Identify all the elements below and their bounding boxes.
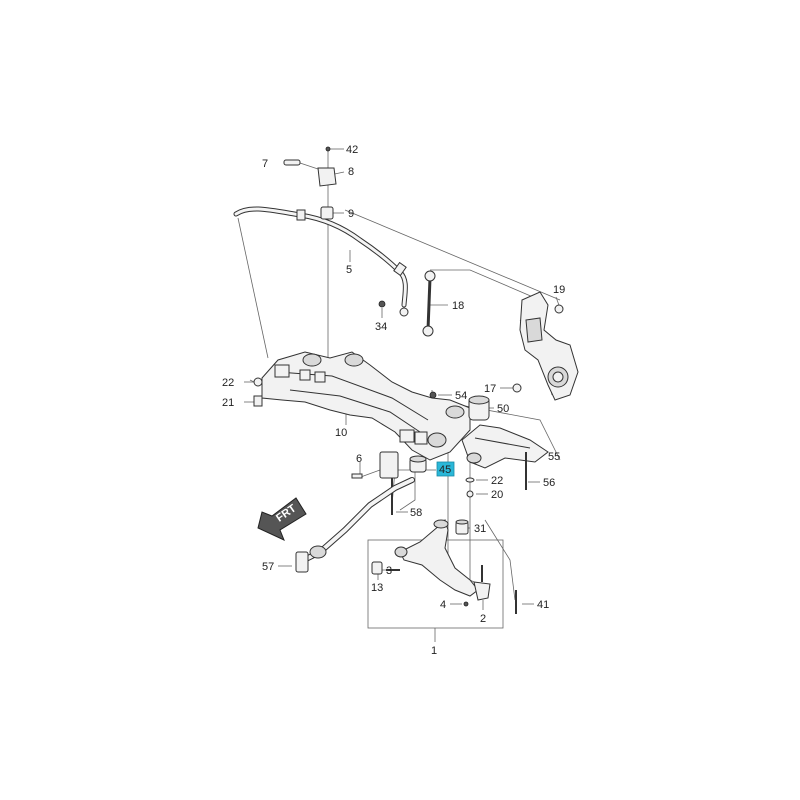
front-crossmember <box>261 351 471 461</box>
callout-19[interactable]: 19 <box>553 284 565 296</box>
leader-lines <box>237 148 561 642</box>
callout-45[interactable]: 45 <box>439 464 451 476</box>
subframe-fasteners <box>253 377 522 421</box>
callout-22-upper[interactable]: 22 <box>222 377 234 389</box>
underbody-bracket <box>461 424 549 469</box>
callout-41[interactable]: 41 <box>537 599 549 611</box>
stabilizer-bar <box>233 206 408 308</box>
callout-8[interactable]: 8 <box>348 166 354 178</box>
callout-21[interactable]: 21 <box>222 397 234 409</box>
lower-control-arm <box>371 519 517 614</box>
callout-2[interactable]: 2 <box>480 613 486 625</box>
callout-31[interactable]: 31 <box>474 523 486 535</box>
callout-13[interactable]: 13 <box>371 582 383 594</box>
callout-3[interactable]: 3 <box>386 565 392 577</box>
front-direction-arrow: FRT <box>257 497 307 541</box>
callout-22-lower[interactable]: 22 <box>491 475 503 487</box>
stabilizer-mount-parts <box>283 146 337 220</box>
callout-58[interactable]: 58 <box>410 507 422 519</box>
callout-54[interactable]: 54 <box>455 390 467 402</box>
callout-34[interactable]: 34 <box>375 321 387 333</box>
front-lower-link <box>295 477 415 573</box>
callout-6[interactable]: 6 <box>356 453 362 465</box>
rear-mount-fasteners <box>351 451 527 515</box>
callout-17[interactable]: 17 <box>484 383 496 395</box>
callout-labels: 42 7 8 9 5 19 18 34 22 21 54 17 50 10 55… <box>222 144 565 657</box>
callout-50[interactable]: 50 <box>497 403 509 415</box>
callout-5[interactable]: 5 <box>346 264 352 276</box>
steering-knuckle <box>519 291 579 401</box>
callout-57[interactable]: 57 <box>262 561 274 573</box>
callout-7[interactable]: 7 <box>262 158 268 170</box>
callout-1[interactable]: 1 <box>431 645 437 657</box>
callout-18[interactable]: 18 <box>452 300 464 312</box>
callout-9[interactable]: 9 <box>348 208 354 220</box>
callout-55[interactable]: 55 <box>548 451 560 463</box>
callout-4[interactable]: 4 <box>440 599 446 611</box>
callout-56[interactable]: 56 <box>543 477 555 489</box>
stabilizer-link <box>378 270 436 337</box>
callout-45-highlight <box>436 461 455 477</box>
callout-42[interactable]: 42 <box>346 144 358 156</box>
callout-20[interactable]: 20 <box>491 489 503 501</box>
callout-10[interactable]: 10 <box>335 427 347 439</box>
